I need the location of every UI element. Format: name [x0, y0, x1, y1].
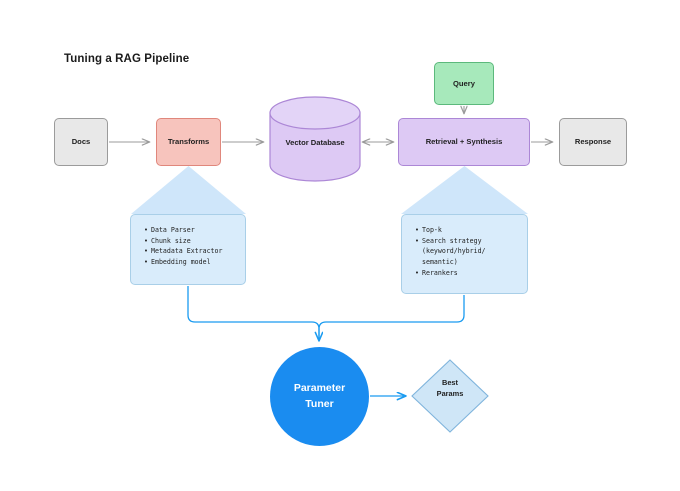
list-item: Rerankers	[415, 268, 515, 279]
parameter-tuner-label: Parameter Tuner	[294, 381, 345, 411]
node-retrieval-synthesis[interactable]: Retrieval + Synthesis	[398, 118, 530, 166]
funnel-transforms	[131, 166, 246, 214]
best-params-label-line2: Params	[436, 388, 464, 398]
list-item-continuation: (keyword/hybrid/	[422, 247, 486, 256]
node-response[interactable]: Response	[559, 118, 627, 166]
retrieval-param-list: Top-k Search strategy (keyword/hybrid/ s…	[415, 225, 515, 278]
list-item: Data Parser	[144, 225, 233, 236]
page-title: Tuning a RAG Pipeline	[64, 53, 190, 65]
funnel-retrieval	[401, 166, 528, 214]
node-parameter-tuner[interactable]: Parameter Tuner	[270, 347, 369, 446]
parameter-tuner-label-line2: Tuner	[305, 397, 334, 410]
parameter-tuner-label-line1: Parameter	[293, 382, 346, 395]
best-params-label-line1: Best	[441, 378, 459, 387]
node-query[interactable]: Query	[434, 62, 494, 105]
list-item-continuation: semantic)	[422, 258, 458, 267]
list-item: Chunk size	[144, 236, 233, 247]
node-vector-database-label: Vector Database	[285, 138, 345, 147]
list-item: Top-k	[415, 225, 515, 236]
node-transforms[interactable]: Transforms	[156, 118, 221, 166]
node-best-params-label: Best Params	[404, 378, 496, 399]
panel-ingestion-params[interactable]: Data Parser Chunk size Metadata Extracto…	[130, 214, 246, 285]
list-item: Embedding model	[144, 257, 233, 268]
node-docs[interactable]: Docs	[54, 118, 108, 166]
list-item: Metadata Extractor	[144, 246, 233, 257]
list-item: Search strategy	[415, 236, 515, 247]
edge-retrieval-panel-tuner	[318, 295, 465, 341]
panel-retrieval-params[interactable]: Top-k Search strategy (keyword/hybrid/ s…	[401, 214, 528, 294]
ingestion-param-list: Data Parser Chunk size Metadata Extracto…	[144, 225, 233, 268]
edge-ingestion-panel-tuner	[187, 286, 319, 341]
